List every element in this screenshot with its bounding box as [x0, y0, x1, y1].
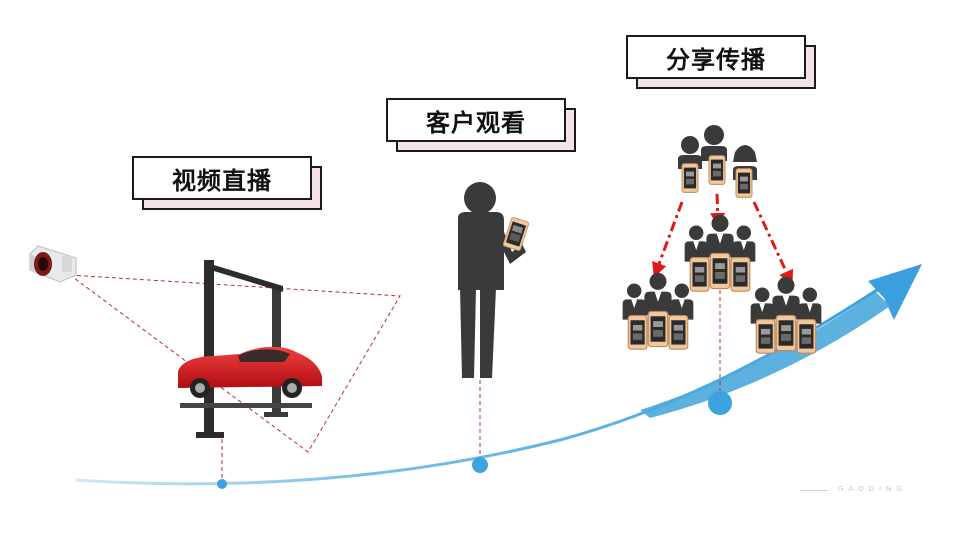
label-share-spread: 分享传播 — [626, 35, 816, 89]
surveillance-camera-icon — [29, 245, 77, 283]
growth-curve-body — [640, 292, 890, 418]
label-live-text: 视频直播 — [132, 156, 312, 200]
people-with-phones-icon — [623, 125, 822, 353]
curve-node-share — [708, 391, 732, 415]
curve-node-watch — [472, 457, 488, 473]
label-live-stream: 视频直播 — [132, 156, 322, 210]
watermark-text: GAODING — [838, 485, 907, 493]
label-customer-watch: 客户观看 — [386, 98, 576, 152]
person-with-phone-icon — [458, 182, 530, 378]
growth-curve-arrowhead — [868, 264, 922, 320]
label-watch-text: 客户观看 — [386, 98, 566, 142]
watermark-line — [800, 490, 828, 491]
curve-node-live — [217, 479, 227, 489]
red-car-icon — [178, 346, 322, 398]
label-share-text: 分享传播 — [626, 35, 806, 79]
